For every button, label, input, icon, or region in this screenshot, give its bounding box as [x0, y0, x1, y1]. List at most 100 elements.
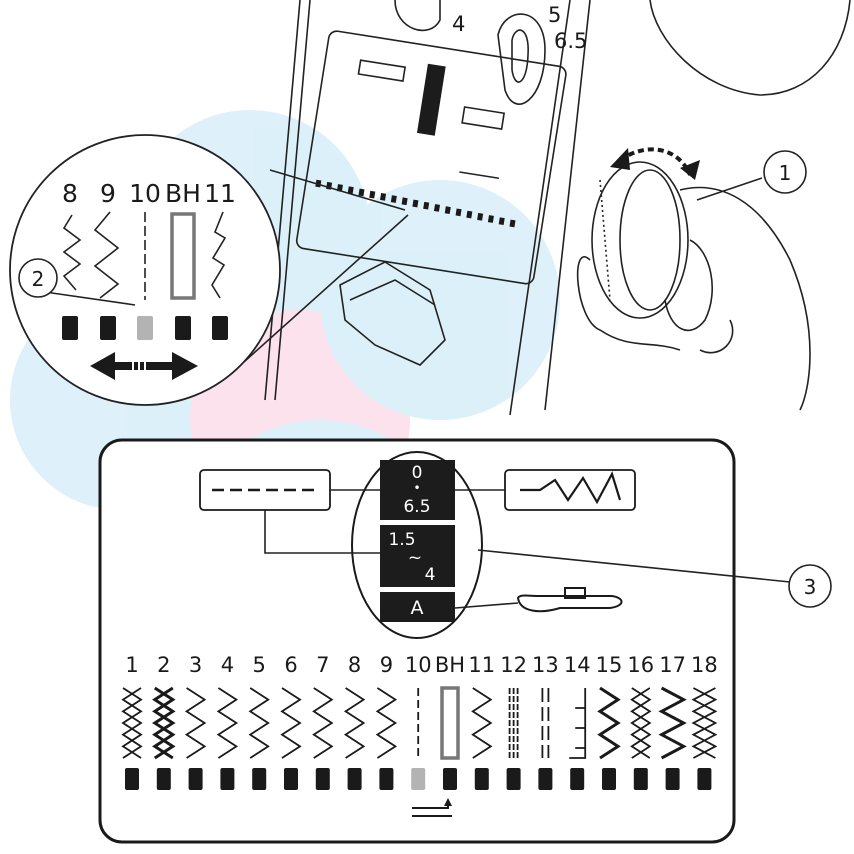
svg-text:0: 0	[412, 463, 423, 483]
dial-label-4: 4	[452, 12, 465, 36]
mini-marker	[509, 219, 516, 228]
stitch-number-8: 8	[348, 653, 361, 677]
machine-body: 4 5 6.5	[264, 0, 851, 416]
selector-dial[interactable]	[591, 161, 689, 319]
stitch-pattern-8	[343, 687, 366, 759]
stitch-number-7: 7	[316, 653, 329, 677]
mini-marker	[380, 193, 387, 201]
stitch-pattern-5	[248, 687, 270, 759]
width-setting-box: 1.5 ~ 4	[380, 525, 455, 587]
stitch-pattern-6	[280, 687, 302, 759]
stitch-marker	[474, 768, 489, 790]
stitch-number-10: 10	[405, 653, 432, 677]
slide-arrow	[90, 352, 198, 380]
mini-marker	[358, 188, 365, 197]
zigzag-stitch-box	[504, 469, 636, 511]
foot-setting-box: A	[380, 592, 455, 622]
svg-text:2: 2	[32, 267, 45, 291]
stitch-marker	[379, 768, 394, 790]
mini-marker	[412, 199, 419, 208]
mini-marker	[369, 190, 376, 199]
dial-label-5: 5	[548, 3, 561, 27]
zoom-number-9: 9	[100, 179, 116, 208]
stitch-marker	[284, 768, 298, 790]
stitch-pattern-16	[630, 687, 652, 759]
straight-stitch-box	[199, 469, 331, 511]
svg-text:3: 3	[804, 575, 817, 599]
stitch-number-13: 13	[532, 653, 559, 677]
svg-text:~: ~	[408, 548, 422, 568]
stitch-number-2: 2	[157, 653, 170, 677]
presser-foot-lever	[339, 261, 446, 366]
mini-marker	[455, 208, 462, 217]
stitch-pattern-7	[312, 687, 334, 759]
stitch-pattern-3	[184, 687, 207, 759]
stitch-pattern-9	[375, 687, 398, 759]
stitch-number-9: 9	[380, 653, 393, 677]
zoom-number-bh: BH	[165, 179, 201, 208]
mini-marker	[487, 215, 494, 223]
reverse-icon	[412, 798, 452, 817]
svg-text:1: 1	[779, 161, 792, 185]
stitch-pattern-13	[541, 688, 550, 758]
stitch-number-12: 12	[500, 653, 527, 677]
zoom-stitch-9	[93, 211, 120, 299]
length-setting-box: 0 • 6.5	[380, 460, 455, 520]
zoom-number-8: 8	[62, 179, 78, 208]
zoom-number-11: 11	[204, 179, 236, 208]
stitch-pattern-17	[658, 686, 687, 760]
zoom-marker-selected	[137, 316, 153, 340]
stitch-number-16: 16	[627, 653, 654, 677]
callout-3: 3	[477, 549, 832, 608]
presser-foot-icon	[516, 587, 623, 613]
mini-marker	[401, 197, 408, 206]
stitch-marker	[188, 768, 203, 790]
mini-marker	[390, 195, 397, 203]
stitch-marker	[506, 768, 521, 790]
zoom-number-10: 10	[129, 179, 161, 208]
zoom-marker	[212, 316, 228, 340]
stitch-marker	[443, 768, 457, 790]
zoom-stitch-8	[62, 214, 82, 291]
zoom-marker	[62, 316, 78, 340]
stitch-marker	[125, 768, 139, 790]
stitch-number-15: 15	[596, 653, 623, 677]
mini-marker	[444, 206, 451, 214]
stitch-marker	[570, 768, 585, 790]
svg-text:4: 4	[425, 565, 436, 585]
stitch-pattern-11	[471, 687, 493, 759]
mini-marker	[423, 201, 430, 210]
svg-text:6.5: 6.5	[403, 497, 430, 517]
stitch-pattern-bh	[440, 686, 460, 760]
stitch-number-14: 14	[564, 653, 591, 677]
stitch-number-4: 4	[221, 653, 234, 677]
stitch-marker-selected	[411, 768, 426, 790]
svg-text:1.5: 1.5	[388, 530, 415, 550]
stitch-number-bh: BH	[435, 653, 465, 677]
zoom-stitch-11	[211, 211, 227, 299]
stitch-number-6: 6	[284, 653, 297, 677]
stitch-number-17: 17	[659, 653, 686, 677]
mini-marker	[433, 204, 441, 212]
stitch-pattern-14	[569, 688, 587, 759]
stitch-marker	[252, 768, 267, 790]
stitch-number-18: 18	[691, 653, 718, 677]
zoom-stitch-bh	[170, 212, 196, 300]
svg-text:A: A	[411, 597, 424, 619]
zoom-marker	[175, 316, 191, 340]
stitch-pattern-1	[121, 687, 143, 759]
stitch-marker	[697, 768, 712, 790]
stitch-number-1: 1	[125, 653, 138, 677]
svg-text:•: •	[413, 481, 420, 495]
stitch-marker	[602, 768, 616, 790]
callout-2: 2	[18, 258, 136, 306]
stitch-pattern-4	[216, 687, 239, 759]
zoom-marker	[100, 316, 116, 340]
stitch-pattern-12	[508, 688, 519, 758]
mini-marker	[347, 186, 354, 195]
stitch-number-5: 5	[253, 653, 266, 677]
hand-illustration	[576, 186, 811, 411]
stitch-marker	[220, 768, 235, 790]
stitch-marker	[665, 768, 680, 790]
